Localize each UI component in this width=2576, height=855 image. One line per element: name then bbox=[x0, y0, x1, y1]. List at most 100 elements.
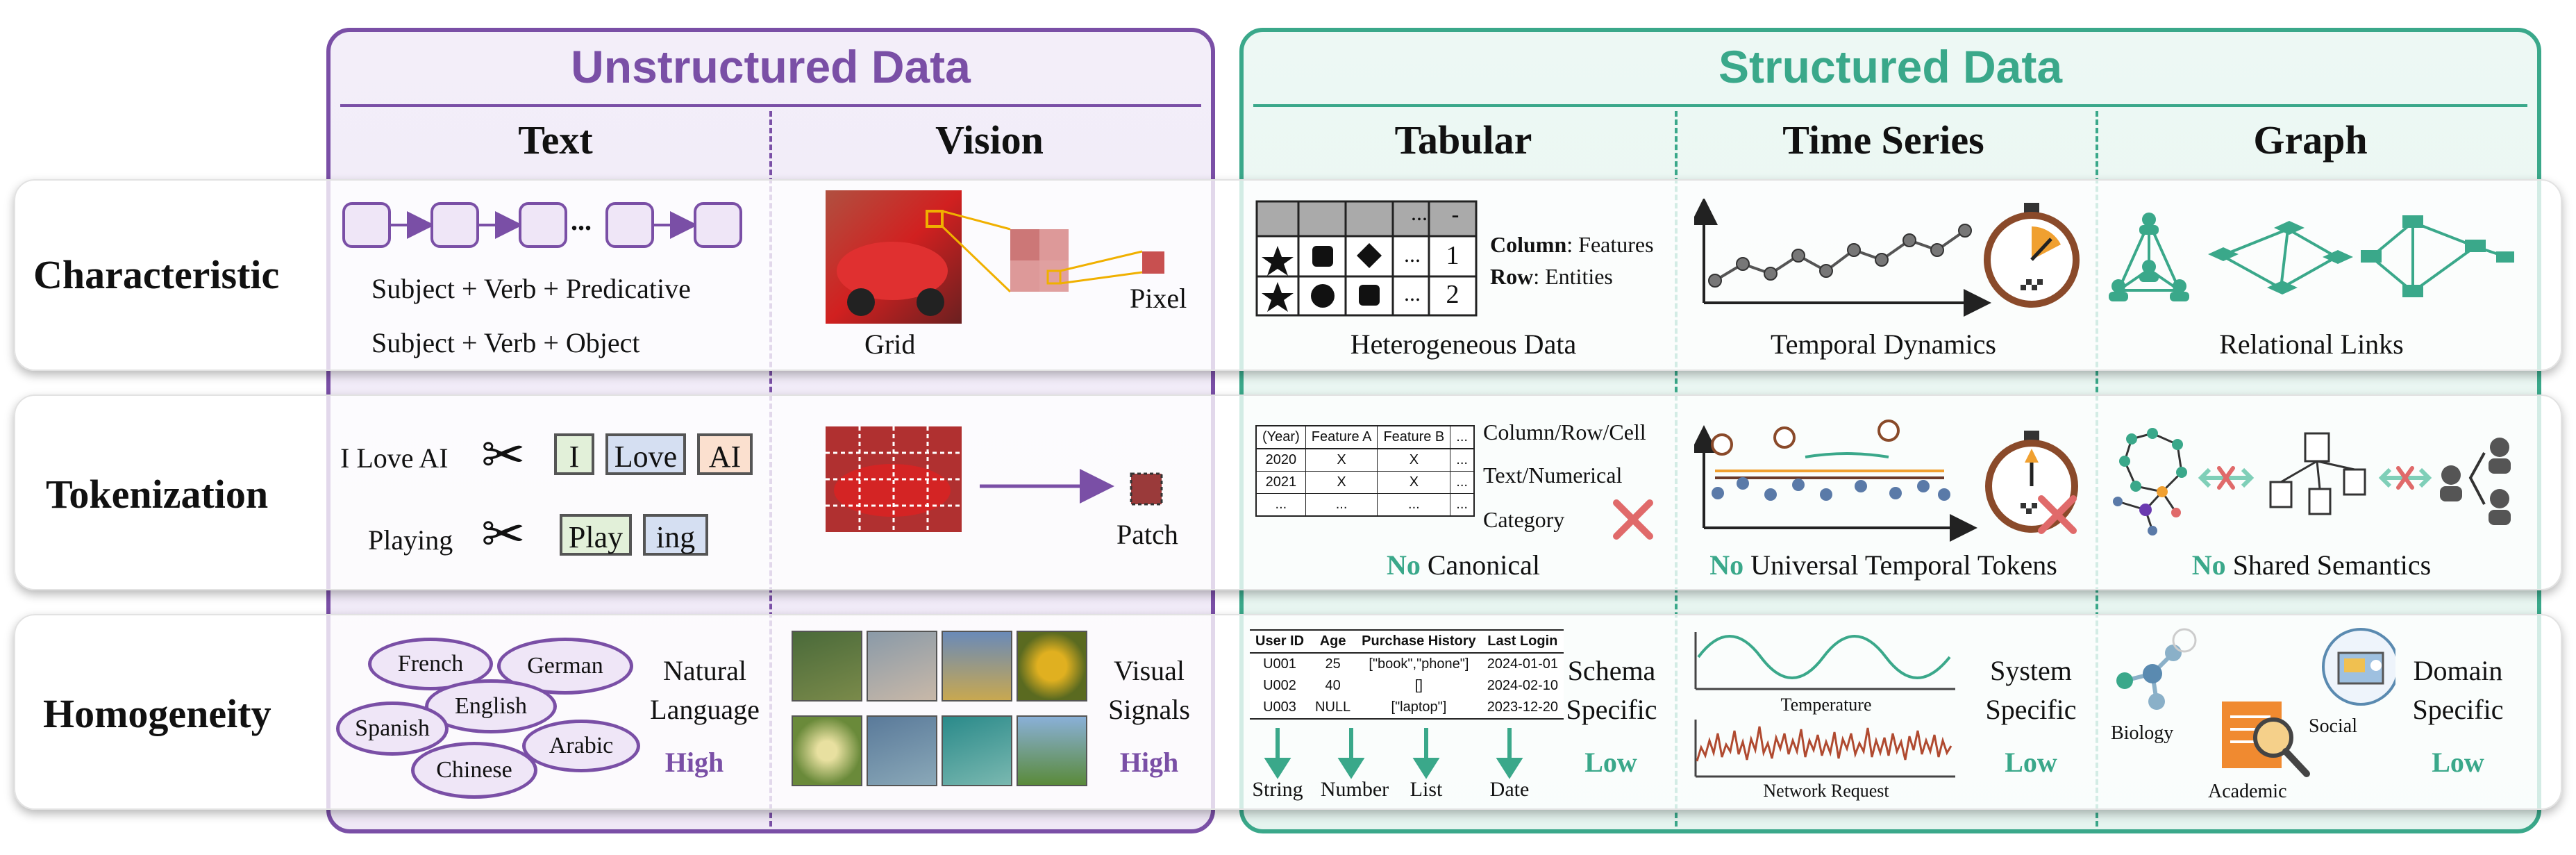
graph-biology-label: Biology bbox=[2111, 722, 2174, 744]
column-vision: Vision bbox=[935, 117, 1044, 163]
vision-thumbnail bbox=[792, 715, 862, 786]
star-icon bbox=[1262, 246, 1294, 276]
tabular-token-caption: No Canonical bbox=[1386, 549, 1541, 581]
tab-cell-dash: - bbox=[1451, 201, 1460, 226]
schema-type-string: String bbox=[1252, 778, 1303, 801]
ts-homog-label-2: Specific bbox=[1985, 694, 2077, 725]
social-icon bbox=[2322, 628, 2395, 706]
tab-cell-one: 1 bbox=[1446, 241, 1460, 270]
schema-type-date: Date bbox=[1489, 778, 1530, 801]
token-love: Love bbox=[605, 433, 686, 475]
vision-homog-label-1: Visual bbox=[1113, 655, 1185, 686]
ts-temperature-label: Temperature bbox=[1780, 695, 1872, 715]
row-label-homogeneity: Homogeneity bbox=[43, 691, 271, 736]
unstructured-header-rule bbox=[340, 104, 1201, 107]
column-time-series: Time Series bbox=[1782, 117, 1984, 163]
graph-homog-level: Low bbox=[2432, 747, 2484, 778]
graph-homog-label-1: Domain bbox=[2413, 655, 2503, 686]
language-arabic: Arabic bbox=[522, 720, 640, 772]
vision-grid-label: Grid bbox=[864, 329, 916, 360]
vision-pixel-label: Pixel bbox=[1130, 283, 1187, 314]
vision-patch-label: Patch bbox=[1116, 519, 1178, 550]
graph-token-diagram bbox=[2113, 428, 2511, 536]
tabular-characteristic-caption: Heterogeneous Data bbox=[1350, 329, 1577, 360]
vision-patch-diagram bbox=[826, 426, 1163, 532]
graph-homog-label-2: Specific bbox=[2412, 694, 2504, 725]
column-text: Text bbox=[518, 117, 593, 163]
stopwatch-icon bbox=[1985, 431, 2078, 534]
rounded-square-icon bbox=[1312, 246, 1333, 267]
diamond-icon bbox=[1357, 243, 1382, 268]
ts-homog-label-1: System bbox=[1990, 655, 2072, 686]
language-spanish: Spanish bbox=[336, 702, 449, 756]
tabular-shape-table bbox=[1255, 200, 1478, 317]
star-icon bbox=[1262, 282, 1294, 312]
token-phrase-1: I Love AI bbox=[340, 442, 449, 474]
biology-icon bbox=[2116, 628, 2197, 710]
vision-thumbnail bbox=[792, 631, 862, 702]
ts-network-label: Network Request bbox=[1763, 781, 1889, 801]
graph-characteristic-caption: Relational Links bbox=[2219, 329, 2404, 360]
time-series-line-chart bbox=[1694, 199, 2080, 317]
graph-academic-label: Academic bbox=[2208, 781, 2287, 802]
tabular-homog-level: Low bbox=[1584, 747, 1637, 778]
text-homog-level: High bbox=[664, 747, 724, 778]
token-chain-diagram bbox=[342, 202, 742, 248]
tab-cell-ellipsis-1: ... bbox=[1404, 242, 1421, 267]
tab-cell-two: 2 bbox=[1446, 280, 1460, 309]
vision-thumbnail bbox=[1017, 715, 1087, 786]
time-series-signals bbox=[1694, 632, 1955, 778]
token-ing: ing bbox=[643, 514, 708, 556]
schema-type-number: Number bbox=[1320, 778, 1389, 801]
tab-token-label-2: Text/Numerical bbox=[1483, 463, 1623, 488]
token-ai: AI bbox=[697, 433, 753, 475]
rounded-square-icon bbox=[1359, 285, 1380, 306]
tab-cell-ellipsis-2: ... bbox=[1404, 281, 1421, 306]
tab-column-note: Column: Features bbox=[1490, 232, 1654, 257]
language-chinese: Chinese bbox=[411, 742, 537, 799]
vision-thumbnail bbox=[942, 631, 1012, 702]
vision-thumbnail bbox=[942, 715, 1012, 786]
academic-icon bbox=[2222, 702, 2310, 777]
schema-type-arrows bbox=[1264, 728, 1523, 779]
vision-thumbnail bbox=[1017, 631, 1087, 702]
tabular-homog-label-1: Schema bbox=[1567, 655, 1656, 686]
column-tabular: Tabular bbox=[1394, 117, 1532, 163]
graph-token-caption: No Shared Semantics bbox=[2191, 549, 2432, 581]
tab-row-note: Row: Entities bbox=[1490, 264, 1613, 289]
cross-icon bbox=[1613, 499, 1653, 540]
graph-domains-illustration bbox=[2116, 628, 2395, 777]
graph-social-label: Social bbox=[2309, 715, 2357, 737]
vision-grid-pixel-diagram bbox=[826, 190, 1164, 324]
text-homog-label-1: Natural bbox=[663, 655, 746, 686]
token-i: I bbox=[554, 433, 594, 475]
vision-homog-level: High bbox=[1119, 747, 1179, 778]
scissors-icon: ✂ bbox=[481, 506, 526, 564]
scissors-icon: ✂ bbox=[481, 426, 526, 485]
circle-icon bbox=[1311, 284, 1335, 308]
vision-thumbnail bbox=[867, 715, 937, 786]
time-series-token-caption: No Universal Temporal Tokens bbox=[1709, 549, 2057, 581]
tabular-homog-label-2: Specific bbox=[1566, 694, 1657, 725]
tab-token-label-3: Category bbox=[1483, 507, 1565, 532]
schema-type-list: List bbox=[1410, 778, 1443, 801]
time-series-characteristic-caption: Temporal Dynamics bbox=[1771, 329, 1996, 360]
row-label-characteristic: Characteristic bbox=[33, 252, 280, 297]
token-play: Play bbox=[560, 514, 632, 556]
stopwatch-icon bbox=[1984, 203, 2080, 308]
vision-homog-label-2: Signals bbox=[1108, 694, 1190, 725]
row-label-tokenization: Tokenization bbox=[46, 472, 269, 517]
time-series-token-diagram bbox=[1694, 420, 2078, 542]
token-phrase-2: Playing bbox=[368, 524, 453, 556]
text-example-line2: Subject + Verb + Object bbox=[371, 327, 640, 358]
column-graph: Graph bbox=[2253, 117, 2368, 163]
token-chain-ellipsis: ... bbox=[571, 205, 592, 236]
structured-header: Structured Data bbox=[1718, 41, 2063, 92]
vision-thumbnail bbox=[867, 631, 937, 702]
text-example-line1: Subject + Verb + Predicative bbox=[371, 273, 691, 304]
unstructured-header: Unstructured Data bbox=[571, 41, 971, 92]
text-homog-label-2: Language bbox=[650, 694, 760, 725]
ts-homog-level: Low bbox=[2005, 747, 2057, 778]
